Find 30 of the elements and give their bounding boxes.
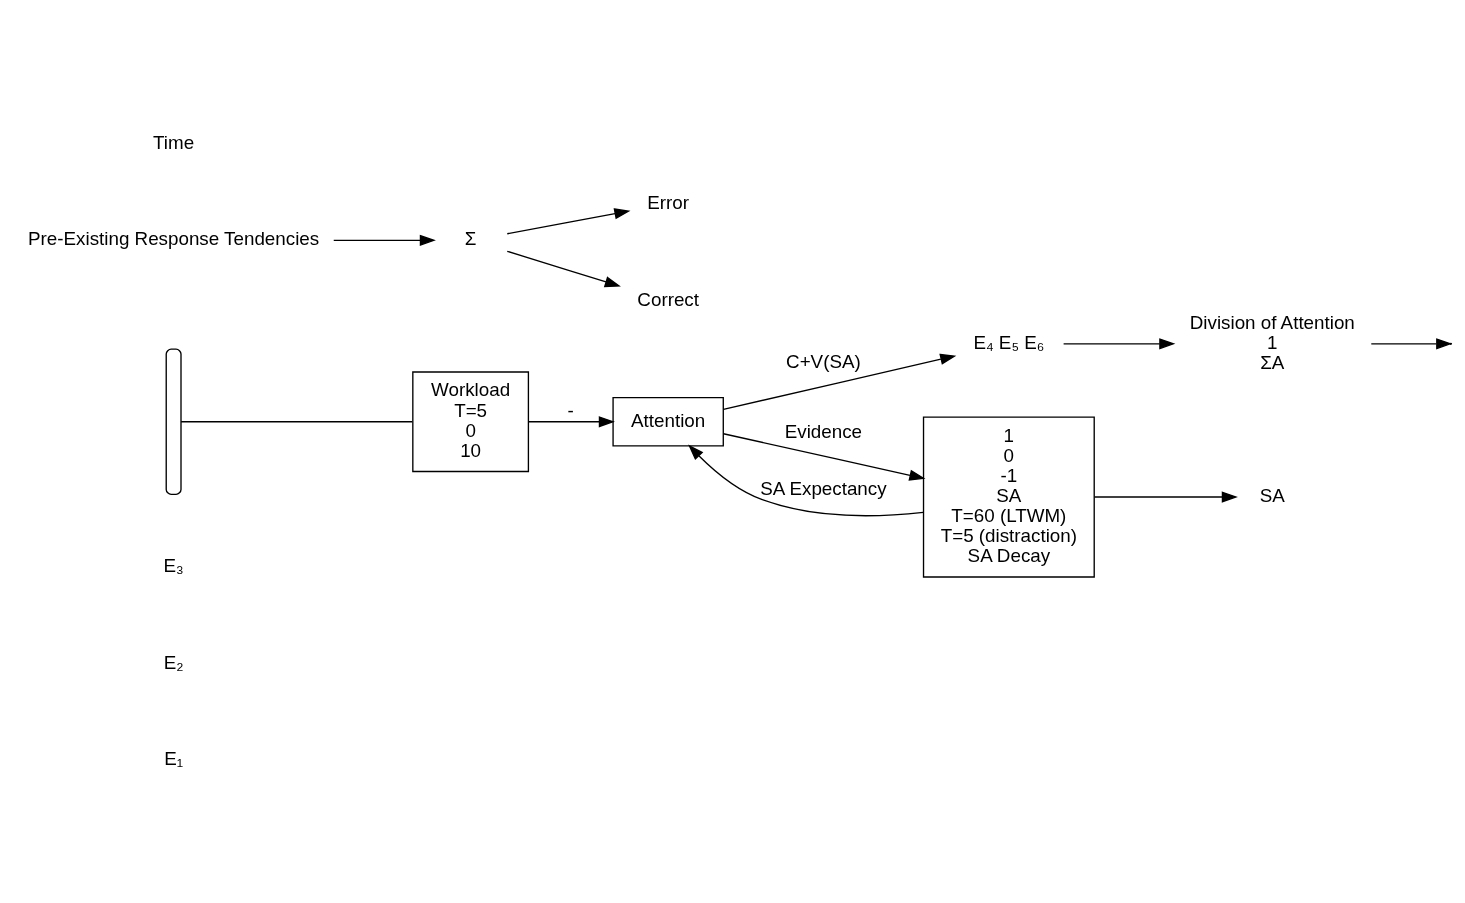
arrow	[722, 432, 926, 481]
edge-label: SA Expectancy	[760, 477, 887, 499]
arrow	[1093, 490, 1238, 503]
edge-label: -	[567, 399, 574, 421]
node-box: 1 0 -1 SA T=60 (LTWM) T=5 (distraction) SA Decay	[922, 415, 1095, 578]
arrow	[722, 353, 957, 410]
node-text: E₂	[163, 651, 184, 673]
label: Time	[153, 131, 195, 153]
node-text: Division of Attention 1 ΣA	[1189, 311, 1355, 373]
arrow	[528, 415, 615, 427]
node-text: E₃	[163, 554, 184, 576]
node-text: Σ	[464, 227, 477, 249]
node-brace	[165, 348, 182, 495]
arrow	[688, 444, 924, 516]
arrow	[1370, 337, 1453, 349]
node-text: E₄ E₅ E₆	[973, 331, 1045, 353]
connector	[180, 420, 413, 422]
node-box: Attention	[612, 396, 724, 447]
arrow	[333, 234, 436, 246]
arrow	[506, 207, 631, 234]
arrow	[506, 250, 621, 287]
node-box: Workload T=5 0 10	[412, 370, 530, 472]
edge-label: Evidence	[784, 420, 863, 442]
node-text: SA	[1259, 484, 1285, 506]
node-text: Pre-Existing Response Tendencies	[28, 227, 320, 249]
edge-label: C+V(SA)	[786, 350, 861, 372]
arrow	[1062, 337, 1176, 349]
node-text: E₁	[164, 747, 184, 769]
node-text: Correct	[637, 288, 699, 310]
node-text: Error	[647, 191, 690, 213]
